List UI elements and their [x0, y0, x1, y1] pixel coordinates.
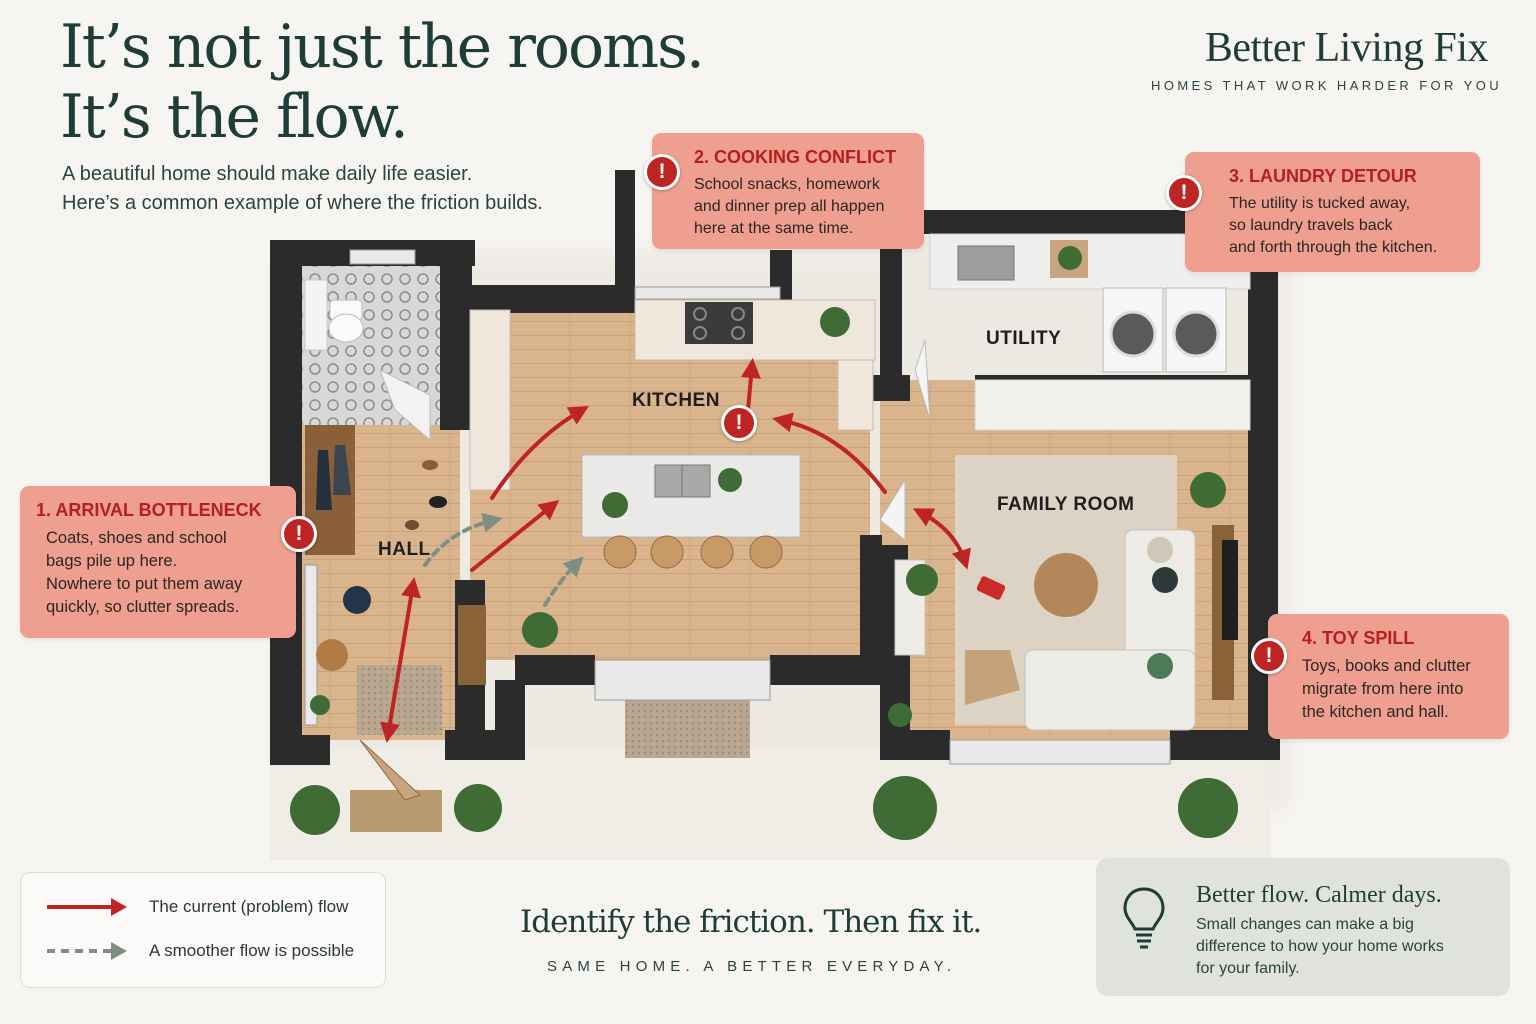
brand-tagline: HOMES THAT WORK HARDER FOR YOU [1151, 78, 1502, 93]
callout-line: Coats, shoes and school [46, 529, 227, 547]
callout-line: migrate from here into [1302, 680, 1464, 698]
footer-subtag: SAME HOME. A BETTER EVERYDAY. [547, 958, 957, 975]
callout-line: Toys, books and clutter [1302, 657, 1471, 675]
tip-line: for your family. [1196, 960, 1300, 977]
footer-tagline: Identify the friction. Then fix it. [520, 904, 982, 940]
room-label-hall: HALL [378, 539, 431, 560]
tip-title: Better flow. Calmer days. [1196, 882, 1442, 908]
callout-body: School snacks, homework and dinner prep … [694, 174, 908, 240]
legend: The current (problem) flow A smoother fl… [20, 872, 386, 988]
callout-line: and dinner prep all happen [694, 198, 885, 215]
intro-line-1: A beautiful home should make daily life … [62, 163, 473, 185]
callout-line: so laundry travels back [1229, 217, 1393, 234]
arrow-icon [47, 898, 127, 916]
callout-line: here at the same time. [694, 220, 854, 237]
callout-line: the kitchen and hall. [1302, 703, 1449, 721]
washer-icon [1102, 287, 1227, 373]
callout-line: quickly, so clutter spreads. [46, 598, 240, 616]
brand-name: Better Living Fix [1204, 25, 1489, 71]
legend-label-smoother: A smoother flow is possible [149, 941, 355, 960]
lightbulb-icon [1123, 887, 1165, 949]
warning-icon[interactable]: ! [1166, 175, 1202, 211]
intro-text: A beautiful home should make daily life … [62, 160, 543, 218]
windows [304, 249, 1171, 765]
doors [359, 339, 931, 801]
callout-arrival-bottleneck[interactable]: 1. ARRIVAL BOTTLENECK Coats, shoes and s… [20, 486, 296, 638]
callout-toy-spill[interactable]: 4. TOY SPILL Toys, books and clutter mig… [1268, 614, 1509, 739]
headline-line-2: It’s the flow. [60, 82, 409, 152]
smooth-flow-arrows [423, 512, 584, 607]
sofa-icon [1024, 529, 1196, 731]
callout-title: 3. LAUNDRY DETOUR [1229, 166, 1417, 186]
intro-line-2: Here’s a common example of where the fri… [62, 192, 543, 214]
tip-box: Better flow. Calmer days. Small changes … [1096, 858, 1510, 996]
tip-line: Small changes can make a big [1196, 916, 1414, 933]
callout-line: School snacks, homework [694, 176, 880, 193]
legend-item-current: The current (problem) flow [45, 895, 348, 919]
callout-body: The utility is tucked away, so laundry t… [1229, 193, 1464, 259]
room-label-family-room: FAMILY ROOM [997, 494, 1135, 515]
sink-icon [654, 464, 711, 498]
tip-line: difference to how your home works [1196, 938, 1444, 955]
callout-line: Nowhere to put them away [46, 575, 243, 593]
warning-icon[interactable]: ! [644, 154, 680, 190]
callout-line: bags pile up here. [46, 552, 178, 570]
warning-icon[interactable]: ! [281, 516, 317, 552]
callout-laundry-detour[interactable]: 3. LAUNDRY DETOUR The utility is tucked … [1185, 152, 1480, 272]
callout-title: 2. COOKING CONFLICT [694, 147, 896, 167]
callout-cooking-conflict[interactable]: 2. COOKING CONFLICT School snacks, homew… [652, 133, 924, 249]
callout-line: The utility is tucked away, [1229, 195, 1411, 212]
headline-line-1: It’s not just the rooms. [60, 12, 705, 82]
callout-body: Coats, shoes and school bags pile up her… [36, 527, 280, 619]
room-label-kitchen: KITCHEN [632, 390, 720, 411]
plant-icon [290, 246, 1238, 840]
callout-title: 1. ARRIVAL BOTTLENECK [36, 500, 262, 520]
legend-item-smoother: A smoother flow is possible [45, 939, 354, 963]
patio-rug [625, 700, 750, 758]
room-label-utility: UTILITY [986, 328, 1062, 349]
callout-title: 4. TOY SPILL [1302, 628, 1415, 648]
warning-icon[interactable]: ! [1251, 638, 1287, 674]
headline: It’s not just the rooms. It’s the flow. [60, 12, 705, 152]
tip-body: Small changes can make a big difference … [1196, 914, 1444, 980]
callout-body: Toys, books and clutter migrate from her… [1302, 655, 1493, 724]
problem-flow-arrows [380, 358, 971, 743]
legend-label-current: The current (problem) flow [149, 897, 349, 916]
bar-stools [603, 535, 783, 569]
dashed-arrow-icon [47, 942, 127, 960]
doormat [350, 790, 442, 832]
stove-icon [685, 302, 753, 344]
kitchen-warning-icon[interactable]: ! [721, 405, 757, 441]
callout-line: and forth through the kitchen. [1229, 239, 1438, 256]
coffee-table [1034, 553, 1098, 617]
